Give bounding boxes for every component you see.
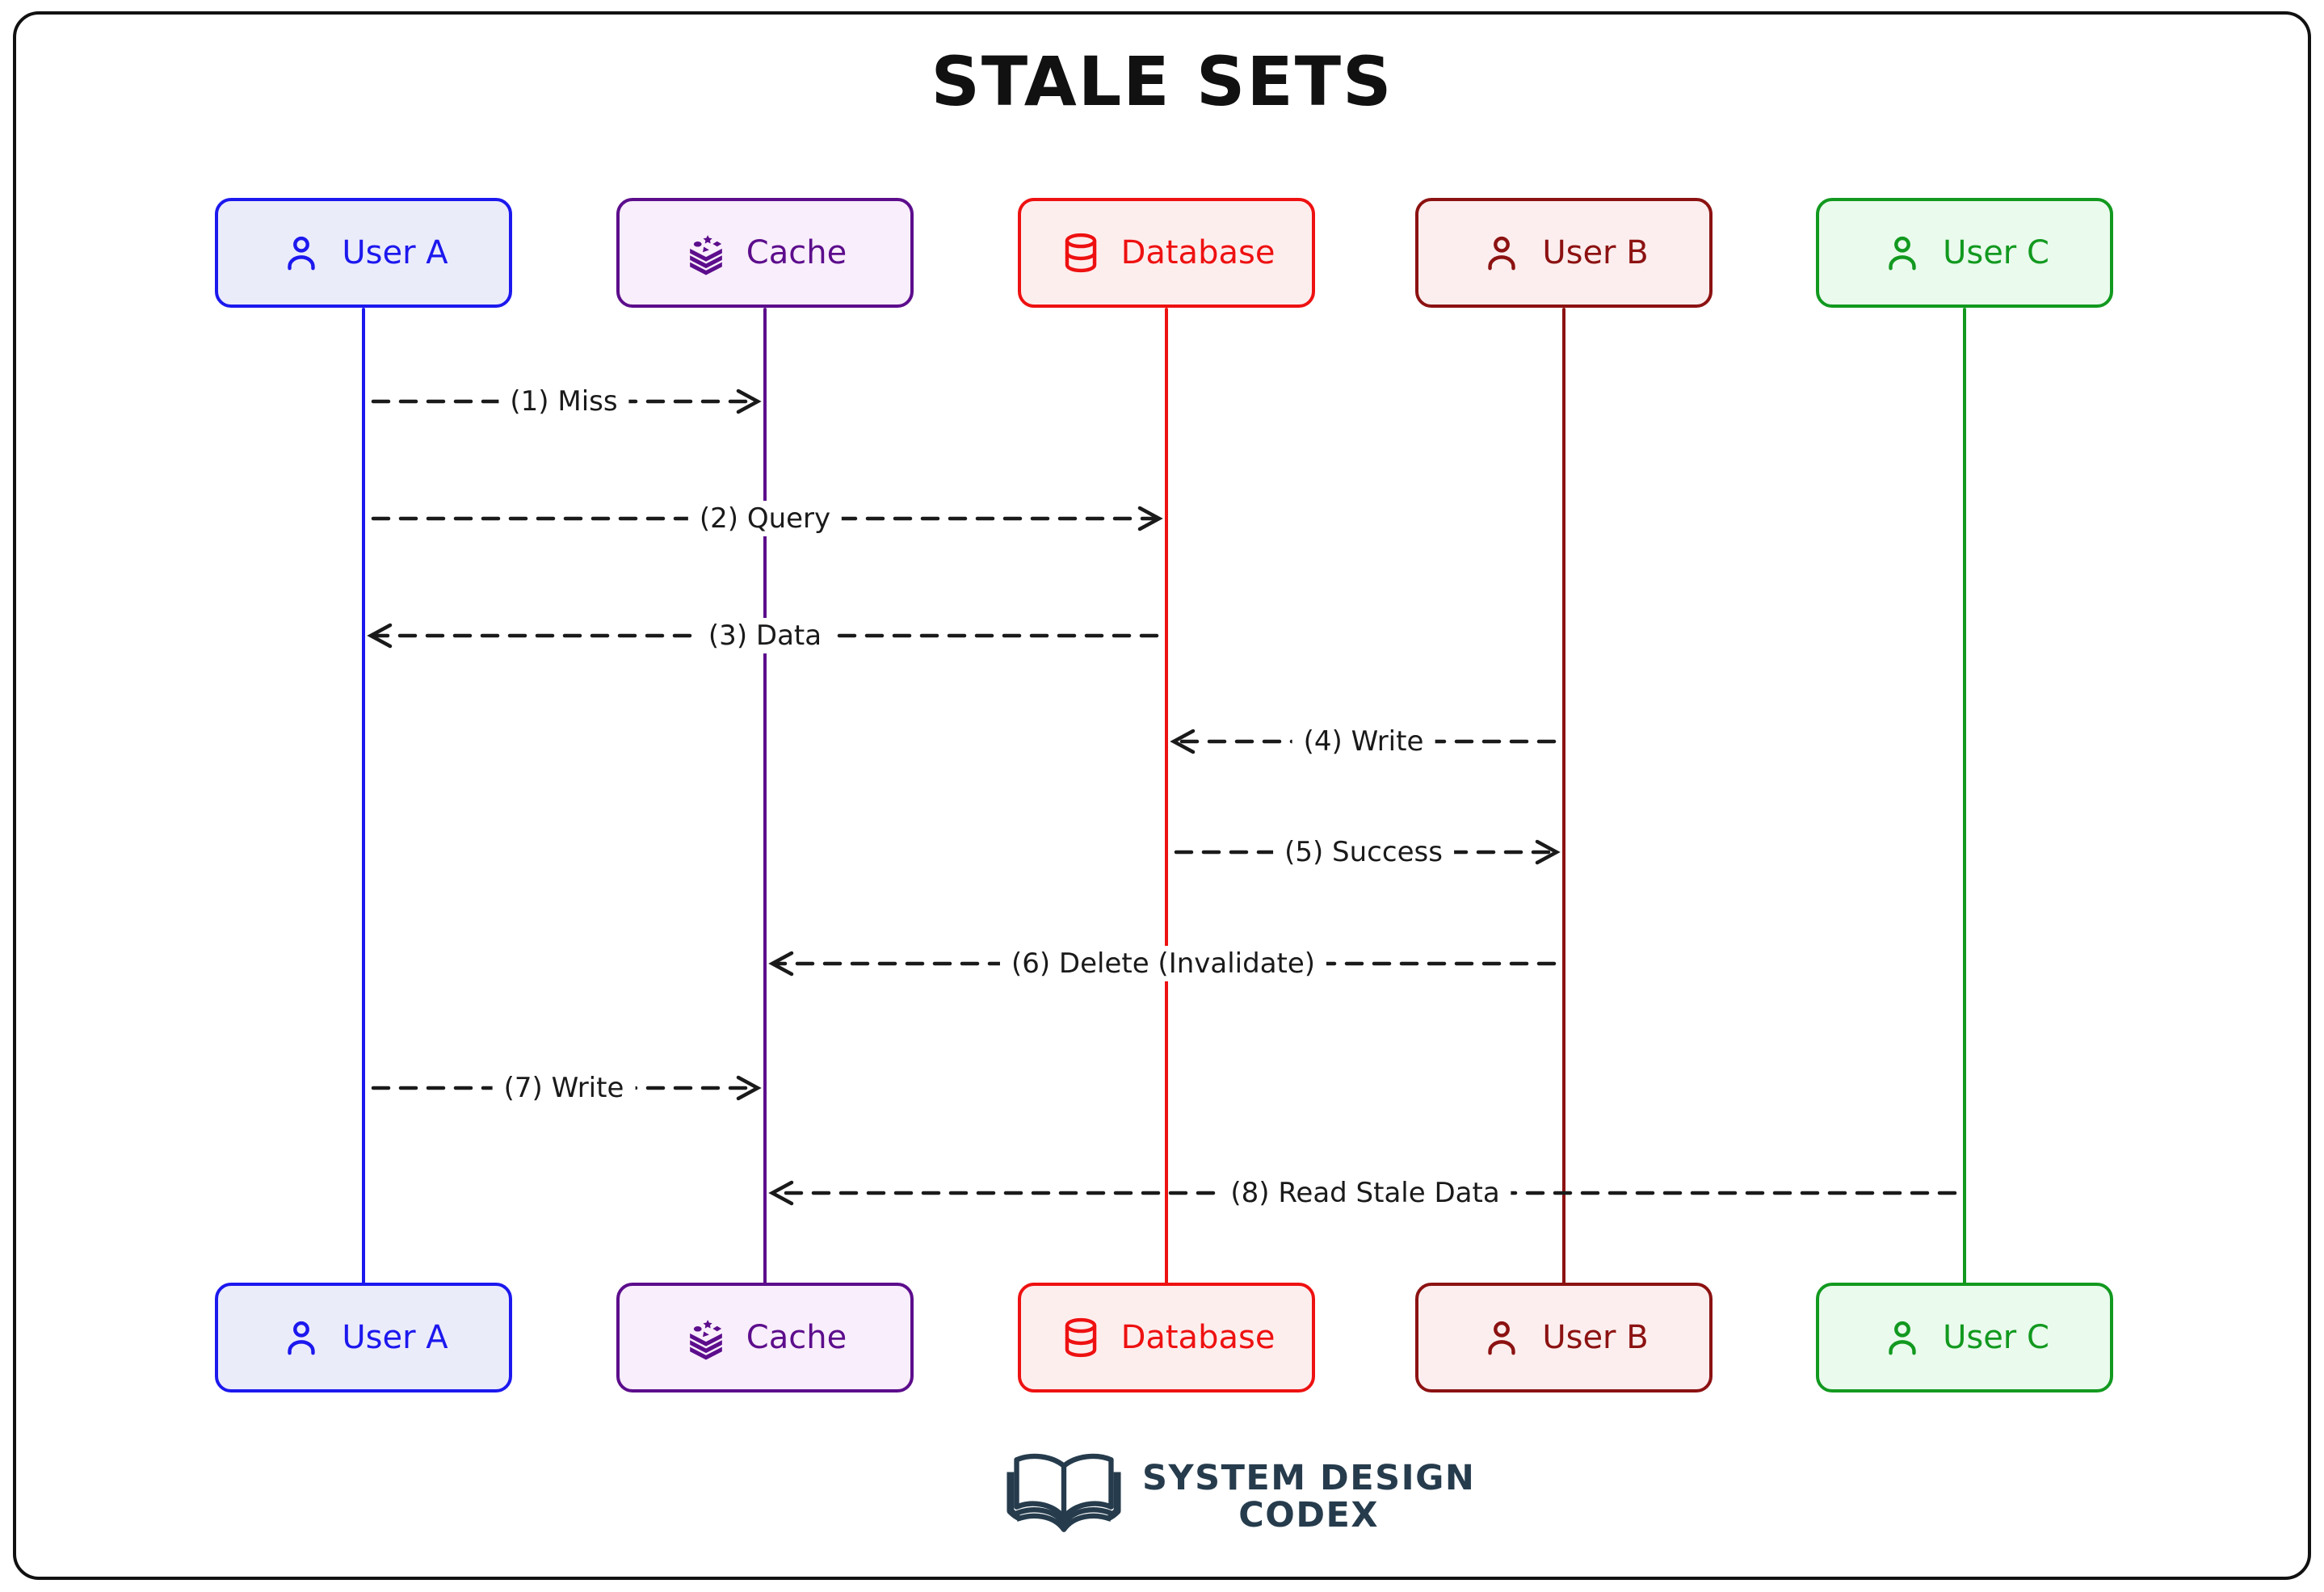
message-label-8: (8) Read Stale Data <box>1219 1175 1511 1211</box>
actor-label: User C <box>1943 1319 2049 1356</box>
actor-label: Database <box>1120 234 1275 271</box>
actor-label: User B <box>1542 1319 1649 1356</box>
person-icon <box>1889 1321 1916 1355</box>
arrow-5-head <box>1535 839 1561 865</box>
message-label-4: (4) Write <box>1292 724 1435 759</box>
arrow-7-head <box>736 1075 762 1101</box>
actor-box-database-bottom: Database <box>1018 1283 1315 1392</box>
message-label-6: (6) Delete (Invalidate) <box>999 946 1327 981</box>
database-cylinder-icon <box>1065 1317 1096 1358</box>
actor-box-cache-bottom: Cache <box>616 1283 914 1392</box>
brand-text: SYSTEM DESIGN CODEX <box>1142 1457 1476 1535</box>
actor-box-database-top: Database <box>1018 198 1315 308</box>
open-book-icon <box>1007 1453 1121 1532</box>
cache-layers-icon <box>689 1320 722 1360</box>
arrow-3-head <box>367 623 393 649</box>
actor-box-cache-top: Cache <box>616 198 914 308</box>
brand-line1: SYSTEM DESIGN <box>1142 1457 1476 1498</box>
actor-label: User B <box>1542 234 1649 271</box>
actor-box-user-c-top: User C <box>1816 198 2113 308</box>
database-cylinder-icon <box>1065 233 1096 273</box>
arrow-1-head <box>736 389 762 414</box>
actor-label: Cache <box>746 1319 847 1356</box>
arrow-6-head <box>768 951 794 977</box>
person-icon <box>1488 236 1516 271</box>
brand-logo: SYSTEM DESIGN CODEX <box>1000 1447 1475 1546</box>
diagram-title: STALE SETS <box>931 42 1393 121</box>
message-label-7: (7) Write <box>492 1070 636 1106</box>
person-icon <box>1889 236 1916 271</box>
actor-label: Cache <box>746 234 847 271</box>
arrow-8-head <box>768 1180 794 1206</box>
message-label-1: (1) Miss <box>498 384 629 419</box>
brand-line2: CODEX <box>1238 1495 1380 1535</box>
person-icon <box>288 1321 316 1355</box>
person-icon <box>1488 1321 1516 1355</box>
message-label-2: (2) Query <box>687 501 843 536</box>
message-label-5: (5) Success <box>1273 834 1454 870</box>
actor-box-user-a-bottom: User A <box>215 1283 512 1392</box>
arrow-2-head <box>1137 506 1163 531</box>
actor-label: Database <box>1120 1319 1275 1356</box>
person-icon <box>288 236 316 271</box>
actor-box-user-a-top: User A <box>215 198 512 308</box>
arrow-4-head <box>1170 729 1196 754</box>
actor-box-user-b-bottom: User B <box>1415 1283 1713 1392</box>
actor-label: User A <box>342 1319 448 1356</box>
actor-box-user-b-top: User B <box>1415 198 1713 308</box>
actor-label: User A <box>342 234 448 271</box>
actor-box-user-c-bottom: User C <box>1816 1283 2113 1392</box>
actor-label: User C <box>1943 234 2049 271</box>
message-label-3: (3) Data <box>696 618 834 653</box>
cache-layers-icon <box>689 235 722 275</box>
